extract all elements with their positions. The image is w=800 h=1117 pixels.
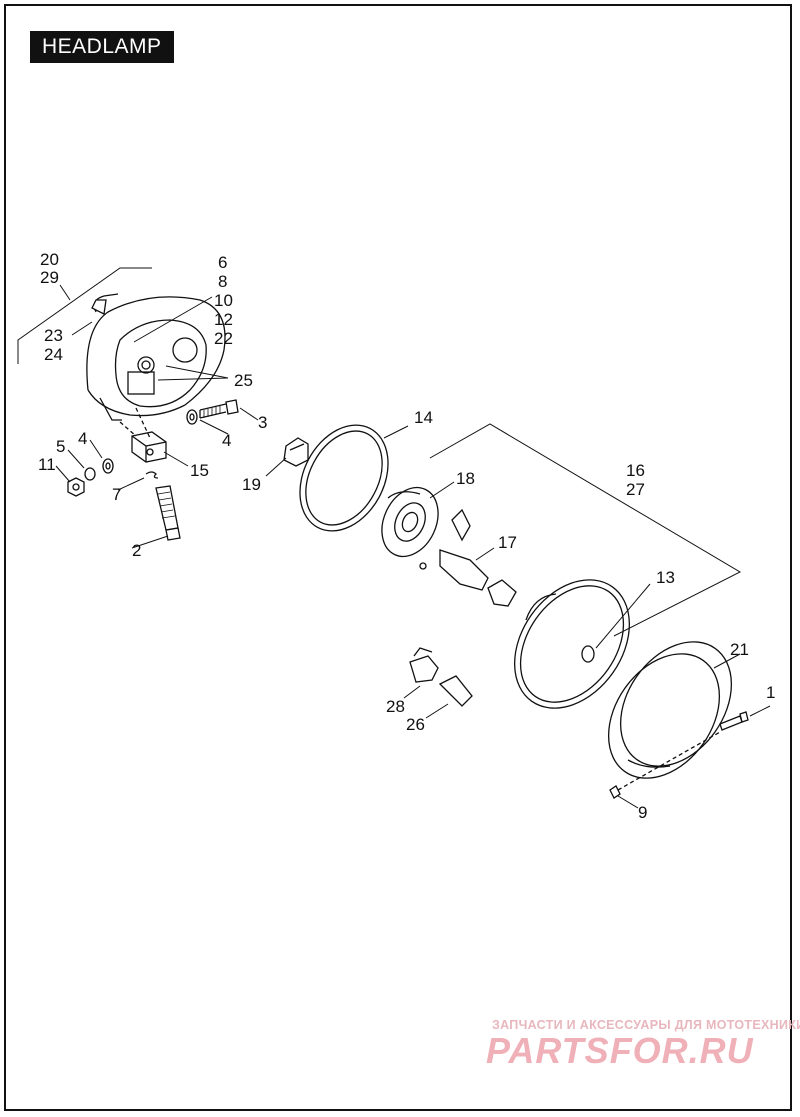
trim-ring-21 xyxy=(607,641,733,779)
callout-15: 15 xyxy=(190,461,209,480)
callout-18: 18 xyxy=(456,469,475,488)
callout-21: 21 xyxy=(730,640,749,659)
watermark-logo: PARTSFOR.RU xyxy=(486,1030,754,1071)
callout-12: 12 xyxy=(214,310,233,329)
callout-9: 9 xyxy=(638,803,647,822)
callout-28: 28 xyxy=(386,697,405,716)
nut-9 xyxy=(609,785,621,799)
callout-26: 26 xyxy=(406,715,425,734)
callout-3: 3 xyxy=(258,413,267,432)
callout-23: 23 xyxy=(44,326,63,345)
nut-11 xyxy=(67,477,85,497)
callout-4-right: 4 xyxy=(222,431,231,450)
callout-8: 8 xyxy=(218,272,227,291)
socket-28 xyxy=(409,647,439,683)
callout-19: 19 xyxy=(242,475,261,494)
callout-2: 2 xyxy=(132,541,141,560)
bulb-17 xyxy=(419,508,517,607)
callout-10: 10 xyxy=(214,291,233,310)
washer-4-right xyxy=(186,409,198,425)
knob-19 xyxy=(283,437,309,467)
callout-5: 5 xyxy=(56,437,65,456)
bolt-3 xyxy=(199,399,239,419)
callout-25: 25 xyxy=(234,371,253,390)
lock-washer-5 xyxy=(84,467,96,481)
callout-11: 11 xyxy=(38,455,56,474)
callout-7: 7 xyxy=(112,485,121,504)
callout-1: 1 xyxy=(766,683,775,702)
headlamp-housing xyxy=(86,293,226,439)
callout-14: 14 xyxy=(414,408,433,427)
callout-4-left: 4 xyxy=(78,429,87,448)
lamp-socket-18 xyxy=(381,486,439,558)
watermark-tagline: ЗАПЧАСТИ И АКСЕССУАРЫ ДЛЯ МОТОТЕХНИКИ xyxy=(492,1018,800,1032)
callout-6: 6 xyxy=(218,253,227,272)
callout-17: 17 xyxy=(498,533,517,552)
callout-20: 20 xyxy=(40,250,59,269)
callout-27: 27 xyxy=(626,480,645,499)
bolt-2 xyxy=(155,485,181,541)
leader-lines xyxy=(17,267,771,809)
callout-labels: 20 29 6 8 10 12 22 23 24 25 3 4 4 5 11 7… xyxy=(38,250,775,822)
diagram-frame xyxy=(4,4,792,1111)
washer-4-left xyxy=(102,458,114,474)
callout-22: 22 xyxy=(214,329,233,348)
callout-29: 29 xyxy=(40,268,59,287)
bulb-26 xyxy=(438,675,473,707)
callout-13: 13 xyxy=(656,568,675,587)
callout-16: 16 xyxy=(626,461,645,480)
sealed-beam-lens-13 xyxy=(513,579,631,709)
screw-1 xyxy=(719,711,749,731)
spring-7 xyxy=(145,471,159,479)
callout-24: 24 xyxy=(44,345,63,364)
page-title: HEADLAMP xyxy=(30,31,174,63)
mounting-block xyxy=(131,431,167,463)
seal-ring-14 xyxy=(299,424,389,532)
